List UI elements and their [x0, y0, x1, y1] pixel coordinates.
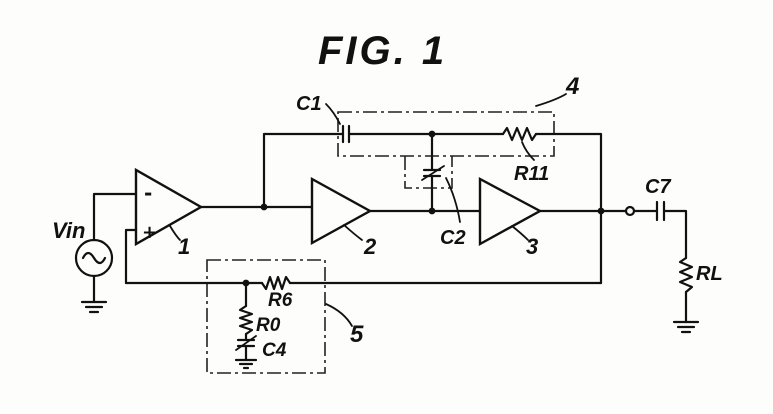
ground-vin [80, 300, 108, 314]
dashed-block-5 [206, 259, 326, 374]
ac-source-wave [81, 251, 107, 265]
amplifier-2 [310, 176, 373, 246]
leader-amp3 [511, 225, 529, 241]
label-c2: C2 [440, 227, 466, 249]
wire-vin-top [92, 192, 138, 242]
wire-c7-rl [662, 209, 688, 260]
op-amp-1 [134, 167, 204, 247]
label-c4: C4 [262, 340, 287, 361]
wire-amp1-plus-input [124, 228, 138, 285]
amp1-minus-sign: - [144, 181, 152, 205]
label-r11: R11 [514, 163, 549, 185]
label-block-5: 5 [350, 321, 364, 348]
amplifier-3 [478, 177, 543, 247]
leader-amp1 [169, 225, 181, 241]
wire-node-up [262, 132, 340, 209]
output-terminal [624, 205, 636, 217]
leader-5 [325, 303, 353, 327]
label-rl: RL [696, 263, 723, 285]
leader-amp2 [343, 224, 363, 241]
label-amp-3: 3 [526, 234, 538, 259]
label-c1: C1 [296, 93, 322, 115]
resistor-r11 [501, 126, 538, 142]
resistor-rl [678, 256, 694, 294]
label-c7: C7 [645, 176, 671, 198]
amp1-plus-sign: + [142, 222, 157, 243]
capacitor-c4-arrow [235, 335, 257, 351]
leader-4 [535, 93, 567, 107]
dashed-block-4-tail [404, 156, 453, 189]
ground-rl [672, 320, 700, 334]
label-r0: R0 [256, 315, 281, 336]
label-amp-2: 2 [363, 234, 377, 259]
label-block-4: 4 [565, 73, 579, 100]
capacitor-c2-arrow [421, 165, 445, 181]
wire-top-right [534, 132, 603, 285]
label-amp-1: 1 [178, 234, 190, 259]
resistor-r0 [238, 304, 254, 336]
label-r6: R6 [268, 290, 293, 311]
leader-r11 [521, 141, 535, 161]
ground-c4 [234, 358, 258, 370]
figure-title: FIG. 1 [318, 29, 447, 73]
label-vin: Vin [52, 218, 85, 243]
leader-c1 [325, 103, 341, 125]
resistor-r6 [260, 275, 292, 291]
leader-c2 [445, 177, 461, 223]
